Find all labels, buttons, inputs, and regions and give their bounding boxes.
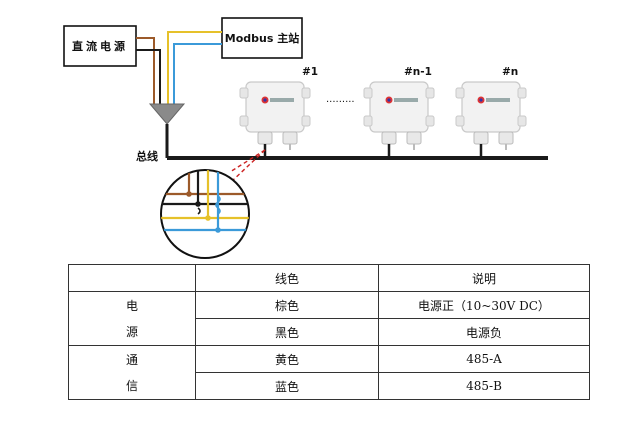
table-row: 电 棕色 电源正（10~30V DC） [68, 291, 590, 319]
power-supply-label: 直流电源 [72, 40, 128, 53]
device-n-1-label: #n-1 [404, 66, 432, 78]
header-cell-color: 线色 [195, 264, 379, 292]
wire-color-cell: 蓝色 [195, 372, 379, 400]
group-cell: 信 [68, 372, 196, 400]
device-1-label: #1 [302, 66, 319, 78]
table-header-row: 线色 说明 [68, 264, 590, 292]
device-n [455, 81, 527, 158]
device-1 [239, 81, 311, 158]
wire-color-cell: 黄色 [195, 345, 379, 373]
group-cell: 电 [68, 291, 196, 319]
wire-desc-cell: 电源负 [378, 318, 590, 346]
blue-wire [173, 43, 222, 104]
wire-definition-table: 线色 说明 电 棕色 电源正（10~30V DC） 源 黑色 电源负 通 黄色 … [68, 264, 590, 400]
device-ellipsis: ········· [326, 97, 355, 108]
power-supply-box [63, 25, 137, 67]
wire-desc-cell: 485-A [378, 345, 590, 373]
cable-merge-funnel [148, 103, 186, 125]
device-n-label: #n [502, 66, 519, 78]
modbus-master-box [221, 17, 303, 59]
group-cell: 通 [68, 345, 196, 373]
device-n-1 [363, 81, 435, 158]
brown-wire [136, 37, 155, 104]
wire-color-cell: 棕色 [195, 291, 379, 319]
wire-desc-cell: 电源正（10~30V DC） [378, 291, 590, 319]
yellow-wire [167, 31, 222, 104]
wiring-diagram [63, 17, 548, 259]
table-row: 通 黄色 485-A [68, 345, 590, 373]
table-row: 源 黑色 电源负 [68, 318, 590, 346]
modbus-master-label: Modbus 主站 [224, 32, 300, 45]
table-row: 信 蓝色 485-B [68, 372, 590, 400]
wire-color-cell: 黑色 [195, 318, 379, 346]
zoom-detail-circle [160, 169, 250, 259]
wire-desc-cell: 485-B [378, 372, 590, 400]
bus-label: 总线 [136, 150, 158, 163]
header-cell-empty [68, 264, 196, 292]
header-cell-desc: 说明 [378, 264, 590, 292]
group-cell: 源 [68, 318, 196, 346]
black-wire [136, 49, 161, 104]
